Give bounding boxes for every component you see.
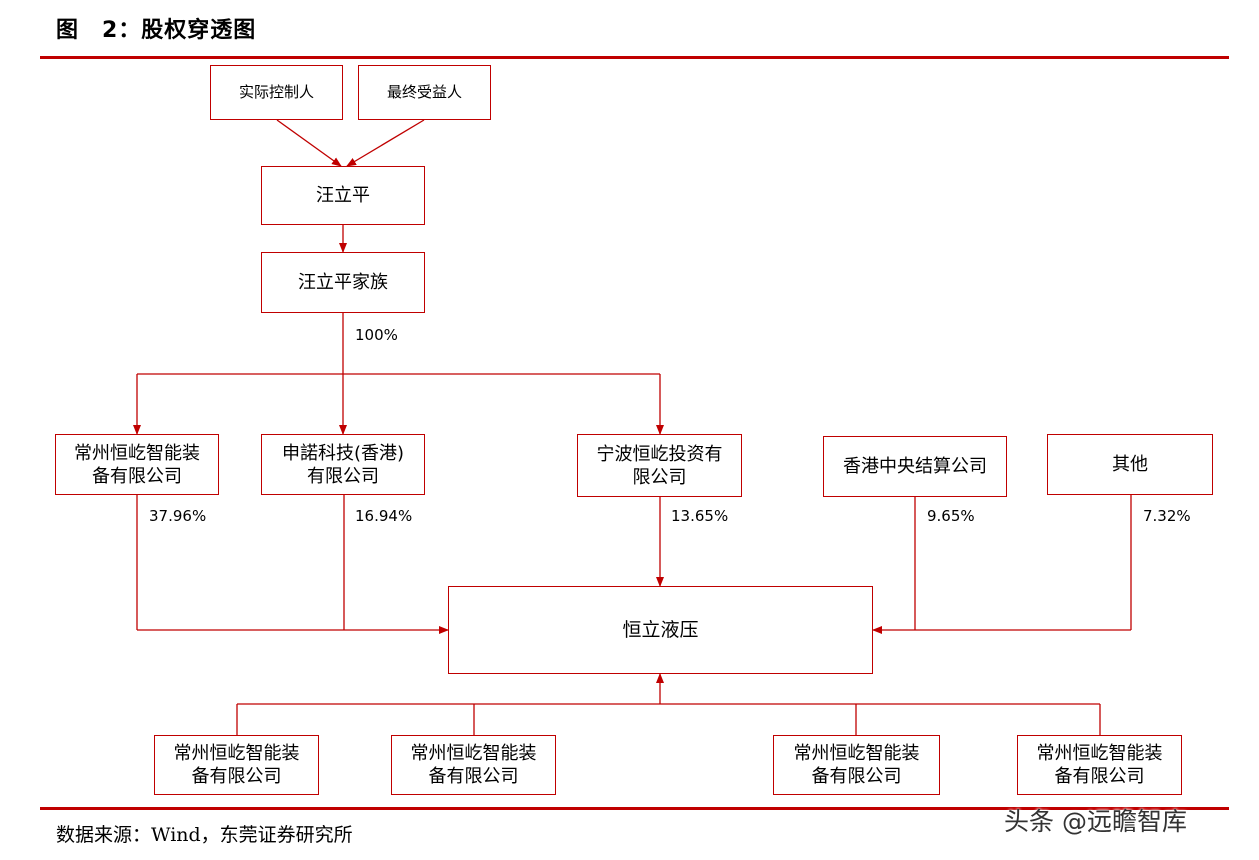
- node-actual-controller: 实际控制人: [210, 65, 343, 120]
- node-subsidiary-1: 常州恒屹智能装备有限公司: [154, 735, 319, 795]
- watermark: 头条 @远瞻智库: [1004, 807, 1187, 836]
- figure-title: 图 2：股权穿透图: [56, 18, 257, 43]
- pct-changzhou: 37.96%: [149, 507, 207, 525]
- node-wang-family: 汪立平家族: [261, 252, 425, 313]
- node-changzhou-hengyi: 常州恒屹智能装备有限公司: [55, 434, 219, 495]
- pct-family-hold: 100%: [355, 326, 398, 344]
- node-shennuo: 申諾科技(香港)有限公司: [261, 434, 425, 495]
- node-subsidiary-3: 常州恒屹智能装备有限公司: [773, 735, 940, 795]
- pct-shennuo: 16.94%: [355, 507, 413, 525]
- node-subsidiary-2: 常州恒屹智能装备有限公司: [391, 735, 556, 795]
- node-hkscc: 香港中央结算公司: [823, 436, 1007, 497]
- pct-ningbo: 13.65%: [671, 507, 729, 525]
- node-others: 其他: [1047, 434, 1213, 495]
- node-wang-liping: 汪立平: [261, 166, 425, 225]
- node-ultimate-beneficiary: 最终受益人: [358, 65, 491, 120]
- node-subsidiary-4: 常州恒屹智能装备有限公司: [1017, 735, 1182, 795]
- bottom-divider: [40, 807, 1229, 810]
- pct-hkscc: 9.65%: [927, 507, 975, 525]
- source-note: 数据来源：Wind，东莞证券研究所: [56, 824, 353, 846]
- node-hengli-hydraulic: 恒立液压: [448, 586, 873, 674]
- top-divider: [40, 56, 1229, 59]
- node-ningbo-hengyi: 宁波恒屹投资有限公司: [577, 434, 742, 497]
- pct-others: 7.32%: [1143, 507, 1191, 525]
